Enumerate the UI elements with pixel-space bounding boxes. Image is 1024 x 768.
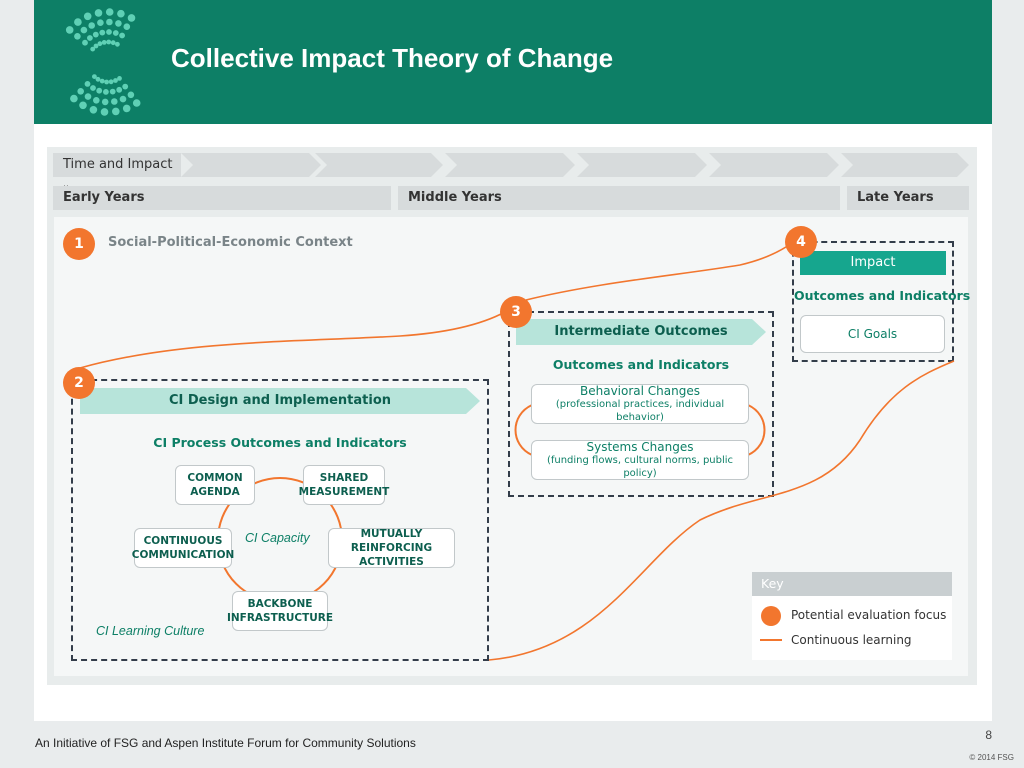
ci-capacity-label: CI Capacity (245, 531, 310, 545)
step-3-marker: 3 (500, 296, 532, 328)
continuous-learning-line-icon (760, 639, 782, 641)
ci-goals-label: CI Goals (847, 326, 898, 341)
behavioral-changes-title: Behavioral Changes (580, 384, 700, 398)
legend-continuous-learning: Continuous learning (791, 633, 912, 647)
systems-changes-detail: (funding flows, cultural norms, public p… (546, 455, 734, 479)
systems-changes-box: Systems Changes (funding flows, cultural… (531, 440, 749, 480)
fsg-logo (65, 8, 141, 116)
page-number: 8 (985, 728, 992, 742)
legend-evaluation-focus: Potential evaluation focus (791, 608, 947, 622)
slide-title: Collective Impact Theory of Change (171, 43, 614, 73)
step-1-marker: 1 (63, 228, 95, 260)
footer-initiative: An Initiative of FSG and Aspen Institute… (35, 736, 416, 750)
legend-title: Key (752, 572, 952, 596)
period-early-years: Early Years (53, 186, 391, 210)
period-middle-years: Middle Years (398, 186, 840, 210)
copyright: © 2014 FSG (969, 753, 1014, 762)
behavioral-changes-detail: (professional practices, individual beha… (555, 399, 725, 423)
systems-changes-title: Systems Changes (586, 440, 694, 454)
impact-band: Impact (800, 251, 946, 275)
step-4-marker: 4 (785, 226, 817, 258)
intermediate-band: Intermediate Outcomes (516, 319, 766, 345)
design-box (71, 379, 489, 661)
ci-goals-box: CI Goals (800, 315, 945, 353)
impact-subtitle: Outcomes and Indicators (794, 288, 971, 303)
node-backbone: BACKBONE INFRASTRUCTURE (227, 591, 333, 631)
behavioral-changes-box: Behavioral Changes (professional practic… (531, 384, 749, 424)
node-shared-measurement: SHARED MEASUREMENT (299, 465, 389, 505)
header-bar: Collective Impact Theory of Change (34, 0, 992, 124)
step-2-marker: 2 (63, 367, 95, 399)
intermediate-subtitle: Outcomes and Indicators (552, 357, 730, 372)
node-mutually-reinforcing: MUTUALLY REINFORCING ACTIVITIES (328, 528, 455, 568)
time-impact-label: Time and Impact » (53, 153, 181, 196)
design-band: CI Design and Implementation (80, 388, 480, 414)
node-common-agenda: COMMON AGENDA (175, 465, 255, 505)
node-continuous-communication: CONTINUOUS COMMUNICATION (132, 528, 234, 568)
context-label: Social-Political-Economic Context (108, 235, 353, 250)
period-late-years: Late Years (847, 186, 969, 210)
design-subtitle: CI Process Outcomes and Indicators (153, 435, 407, 450)
evaluation-focus-icon (761, 606, 781, 626)
ci-learning-culture-label: CI Learning Culture (96, 624, 205, 638)
timeline-chevrons (181, 153, 969, 177)
